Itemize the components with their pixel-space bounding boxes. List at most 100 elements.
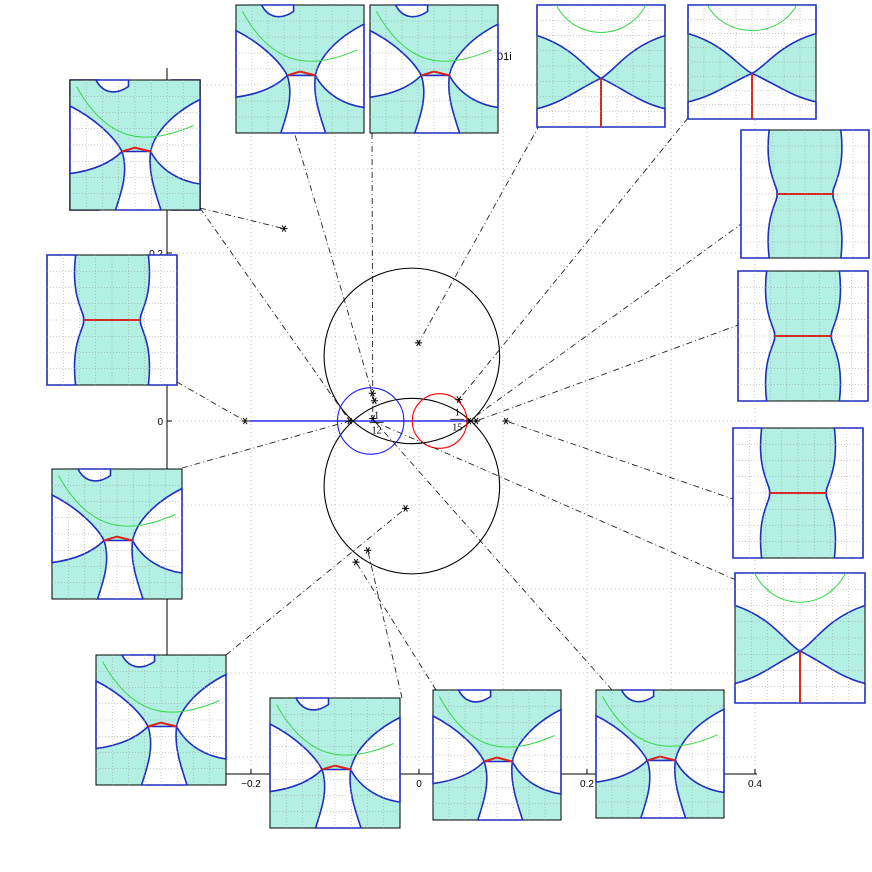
thumbnail-red-bridge — [103, 535, 133, 542]
data-point — [364, 546, 372, 554]
leader-line — [475, 323, 742, 422]
corner-label: 01i — [497, 51, 512, 63]
data-point — [352, 558, 360, 566]
point-stroke — [242, 417, 248, 425]
thumbnail-e3 — [732, 427, 864, 559]
y-tick-label: 0 — [157, 417, 163, 428]
leader-line — [176, 381, 246, 422]
data-points — [241, 225, 510, 566]
thumbnail-green-curve — [241, 11, 358, 62]
point-stroke — [456, 396, 462, 403]
thumbnail-lobe — [457, 689, 492, 703]
thumbnail-se1 — [595, 689, 725, 819]
data-point — [370, 397, 379, 405]
leader-line — [283, 97, 375, 401]
circle-lower — [323, 397, 501, 575]
leader-line — [372, 420, 737, 581]
leader-line — [458, 117, 689, 400]
thumbnail-green-curve — [76, 86, 194, 138]
thumbnail-lobe — [96, 539, 145, 600]
data-point — [502, 417, 510, 425]
thumbnail-lobe — [394, 4, 429, 18]
data-point — [368, 389, 376, 397]
leader-line — [418, 123, 541, 344]
point-stroke — [466, 417, 472, 425]
thumbnail-lobe — [620, 689, 655, 703]
thumbnail-e4 — [734, 572, 866, 704]
point-stroke — [503, 417, 509, 425]
leader-line — [505, 420, 737, 501]
leader-line — [199, 207, 285, 230]
thumbnail-nne — [235, 4, 365, 134]
thumbnail-green-curve — [754, 572, 846, 603]
point-stroke — [372, 397, 377, 405]
thumbnail-red-bridge — [483, 756, 513, 763]
thumbnail-ne1 — [536, 4, 666, 128]
thumbnail-lobe — [314, 768, 363, 829]
point-stroke — [416, 339, 421, 347]
thumbnail-e1 — [740, 129, 870, 259]
point-stroke — [365, 546, 370, 554]
fraction-label: 112 — [369, 411, 384, 437]
thumbnail-lobe — [260, 4, 295, 18]
thumbnail-green-curve — [58, 475, 176, 527]
thumbnail-nw — [69, 79, 201, 211]
point-stroke — [353, 558, 359, 566]
fraction-numerator: 1 — [455, 407, 460, 418]
x-tick-label: −0.2 — [241, 779, 261, 790]
data-point — [465, 417, 473, 425]
leader-line — [367, 550, 403, 699]
fraction-numerator: 1 — [374, 411, 379, 422]
thumbnail-green-curve — [375, 11, 492, 62]
thumbnail-lobe — [140, 725, 189, 786]
leader-line — [374, 420, 613, 691]
thumbnail-lobe — [114, 150, 163, 211]
fraction-label: 115 — [450, 407, 465, 433]
leader-lines — [176, 97, 745, 699]
leader-line — [468, 221, 745, 422]
thumbnail-green-curve — [706, 4, 798, 32]
leader-line — [199, 207, 351, 422]
x-tick-label: 0.4 — [748, 779, 762, 790]
point-stroke — [370, 389, 375, 397]
data-point — [241, 417, 249, 425]
thumbnail-s3 — [95, 654, 227, 786]
point-stroke — [473, 417, 479, 425]
data-point — [369, 415, 377, 422]
thumbnail-red-bridge — [121, 146, 151, 153]
data-point — [401, 504, 410, 512]
thumbnails — [46, 4, 870, 829]
leader-line — [181, 420, 350, 469]
thumbnail-s1 — [432, 689, 562, 821]
thumbnail-ne2 — [687, 4, 817, 120]
point-stroke — [347, 417, 352, 425]
data-point — [346, 417, 354, 425]
thumbnail-red-bridge — [321, 764, 351, 771]
thumbnail-green-curve — [601, 696, 718, 747]
thumbnail-green-curve — [102, 661, 220, 713]
circle-upper — [323, 267, 501, 445]
thumbnail-red-bridge — [147, 721, 177, 728]
thumbnail-s2 — [269, 697, 401, 829]
thumbnail-green-curve — [276, 704, 394, 756]
data-point — [280, 225, 288, 233]
fraction-denominator: 15 — [452, 422, 462, 433]
data-point — [414, 339, 423, 347]
x-tick-label: 0.2 — [580, 779, 594, 790]
thumbnail-lobe — [94, 79, 130, 93]
thumbnail-e2 — [737, 270, 869, 402]
data-point — [472, 417, 480, 425]
thumbnail-lobe — [76, 468, 112, 482]
thumbnail-n — [369, 4, 499, 134]
thumbnail-lobe — [294, 697, 330, 711]
leader-line — [225, 508, 406, 656]
thumbnail-green-curve — [438, 696, 555, 748]
x-tick-label: 0 — [416, 779, 422, 790]
point-stroke — [403, 504, 408, 512]
fraction-denominator: 12 — [372, 426, 382, 437]
point-stroke — [281, 225, 287, 233]
data-point — [455, 396, 463, 403]
thumbnail-lobe — [687, 4, 817, 75]
leader-line — [371, 132, 374, 419]
